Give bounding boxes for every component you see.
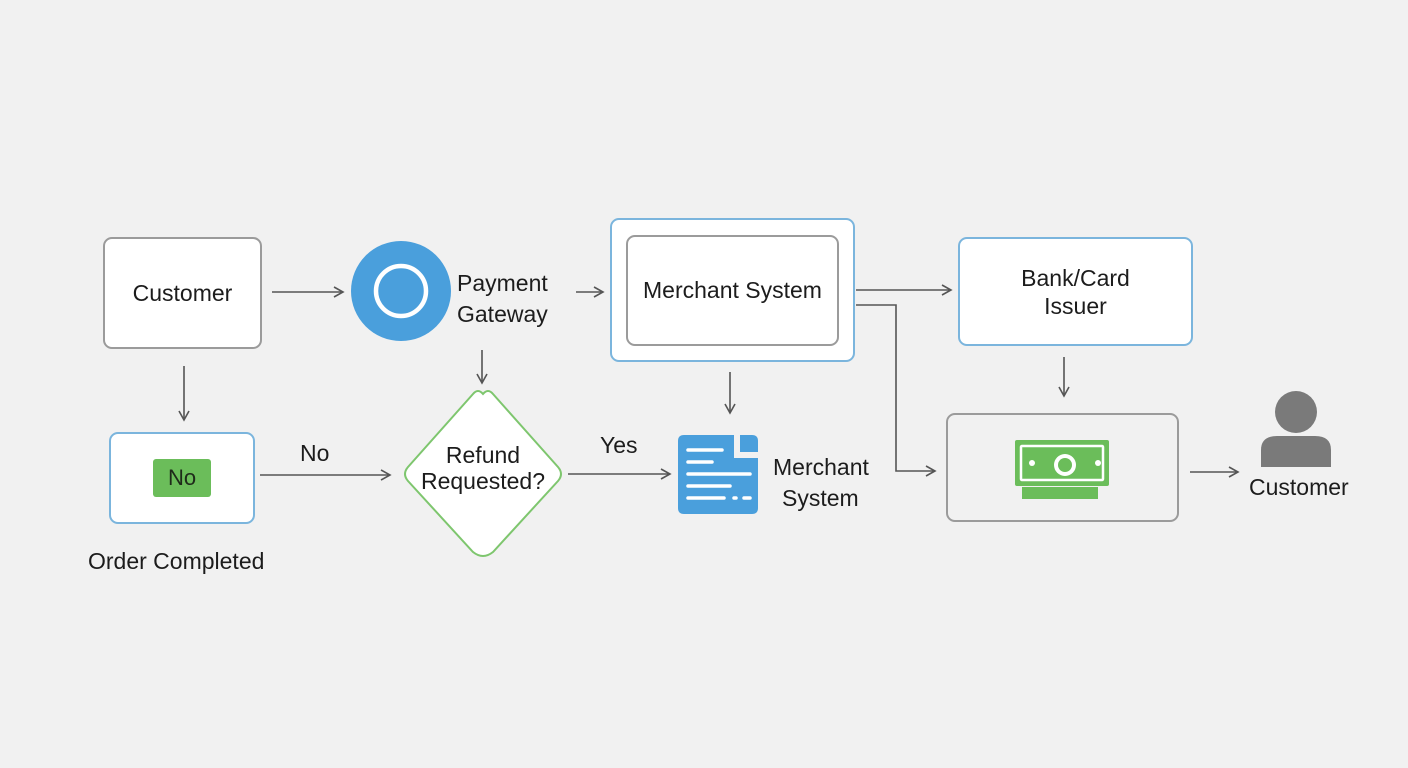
merchant-system-frame[interactable]: Merchant System <box>610 218 855 362</box>
decision-diamond <box>404 390 562 557</box>
refund-payout-node[interactable] <box>946 413 1179 522</box>
bank-card-issuer-label: Bank/Card Issuer <box>1021 264 1130 319</box>
merchant-system-inner: Merchant System <box>626 234 839 346</box>
payment-gateway-label: Payment Gateway <box>457 270 548 327</box>
customer-node[interactable]: Customer <box>103 237 262 349</box>
arrow-merchant-to-refund-box <box>856 304 937 477</box>
order-completed-node[interactable]: No <box>109 432 255 524</box>
customer-end-label: Customer <box>1249 474 1349 500</box>
refund-requested-label: Refund Requested? <box>420 442 546 494</box>
merchant-document-label: Merchant System <box>773 454 869 511</box>
customer-label: Customer <box>132 280 233 306</box>
merchant-system-label: Merchant System <box>643 277 822 303</box>
order-completed-label: Order Completed <box>88 548 265 574</box>
edge-yes-label: Yes <box>600 432 638 458</box>
bank-card-issuer-node[interactable]: Bank/Card Issuer <box>958 237 1193 346</box>
no-badge: No <box>153 459 211 497</box>
edge-no-label: No <box>300 440 330 466</box>
